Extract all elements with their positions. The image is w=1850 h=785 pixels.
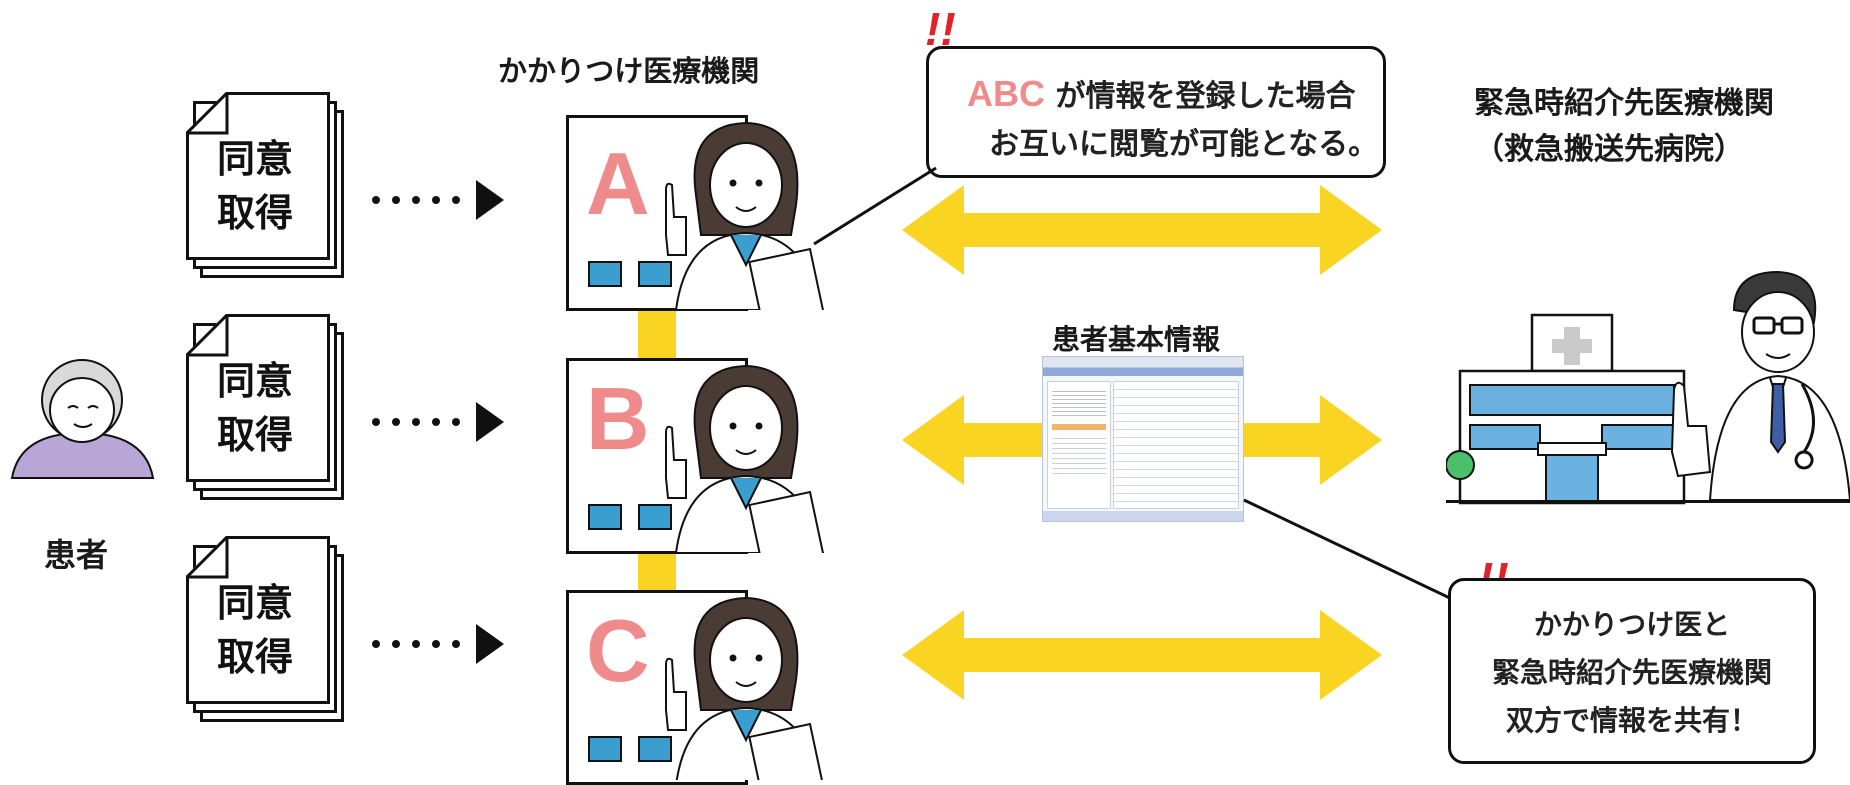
doctor-female-icon bbox=[665, 121, 827, 310]
clinic-letter: B bbox=[586, 369, 650, 468]
patient-info-screen-thumbnail bbox=[1042, 356, 1244, 522]
callout-top: ABC が情報を登録した場合 お互いに閲覧が可能となる。 bbox=[926, 46, 1386, 178]
emergency-title-line2: （救急搬送先病院） bbox=[1474, 132, 1744, 167]
consent-line2: 取得 bbox=[216, 413, 293, 457]
patient-figure bbox=[10, 338, 155, 488]
emergency-title-line1: 緊急時紹介先医療機関 bbox=[1474, 86, 1774, 121]
clinic-letter: C bbox=[586, 601, 650, 700]
info-callout-pointer bbox=[1243, 498, 1455, 602]
callout-bottom-line1: かかりつけ医と bbox=[1533, 608, 1731, 641]
dotted-arrow-3 bbox=[368, 622, 508, 670]
clinics-title: かかりつけ医療機関 bbox=[498, 54, 760, 88]
callout-bottom-line3: 双方で情報を共有！ bbox=[1505, 704, 1758, 737]
doctor-female-icon bbox=[665, 596, 827, 780]
callout-top-highlight: ABC bbox=[967, 73, 1045, 114]
double-arrow-b-right bbox=[1240, 395, 1382, 485]
hospital-ground-line bbox=[1446, 500, 1850, 503]
clinic-card-a: A bbox=[566, 115, 827, 311]
clinic-letter: A bbox=[586, 134, 650, 233]
callout-bottom: かかりつけ医と 緊急時紹介先医療機関 双方で情報を共有！ bbox=[1448, 578, 1816, 764]
consent-document-1: 同意取得 bbox=[186, 92, 346, 278]
doctor-male-icon bbox=[1670, 270, 1850, 500]
callout-top-pointer bbox=[813, 166, 937, 246]
consent-line2: 取得 bbox=[216, 191, 293, 235]
consent-line1: 同意 bbox=[216, 581, 293, 625]
consent-line2: 取得 bbox=[216, 635, 293, 679]
callout-top-line1: が情報を登録した場合 bbox=[1045, 79, 1356, 114]
consent-line1: 同意 bbox=[216, 359, 293, 403]
clinic-card-c: C bbox=[566, 590, 827, 785]
dotted-arrow-2 bbox=[368, 400, 508, 448]
double-arrow-a bbox=[902, 185, 1382, 275]
double-arrow-b-left bbox=[902, 395, 1042, 485]
callout-top-line2: お互いに閲覧が可能となる。 bbox=[989, 127, 1379, 162]
doctor-female-icon bbox=[665, 364, 827, 553]
double-arrow-c bbox=[902, 610, 1382, 700]
consent-document-2: 同意取得 bbox=[186, 314, 346, 500]
info-center-label: 患者基本情報 bbox=[1052, 323, 1221, 356]
consent-line1: 同意 bbox=[216, 137, 293, 181]
patient-label: 患者 bbox=[44, 536, 109, 574]
hospital-building-icon bbox=[1446, 313, 1686, 505]
consent-document-3: 同意取得 bbox=[186, 536, 346, 722]
callout-bottom-line2: 緊急時紹介先医療機関 bbox=[1491, 656, 1772, 689]
dotted-arrow-1 bbox=[368, 178, 508, 226]
clinic-card-b: B bbox=[566, 358, 827, 554]
